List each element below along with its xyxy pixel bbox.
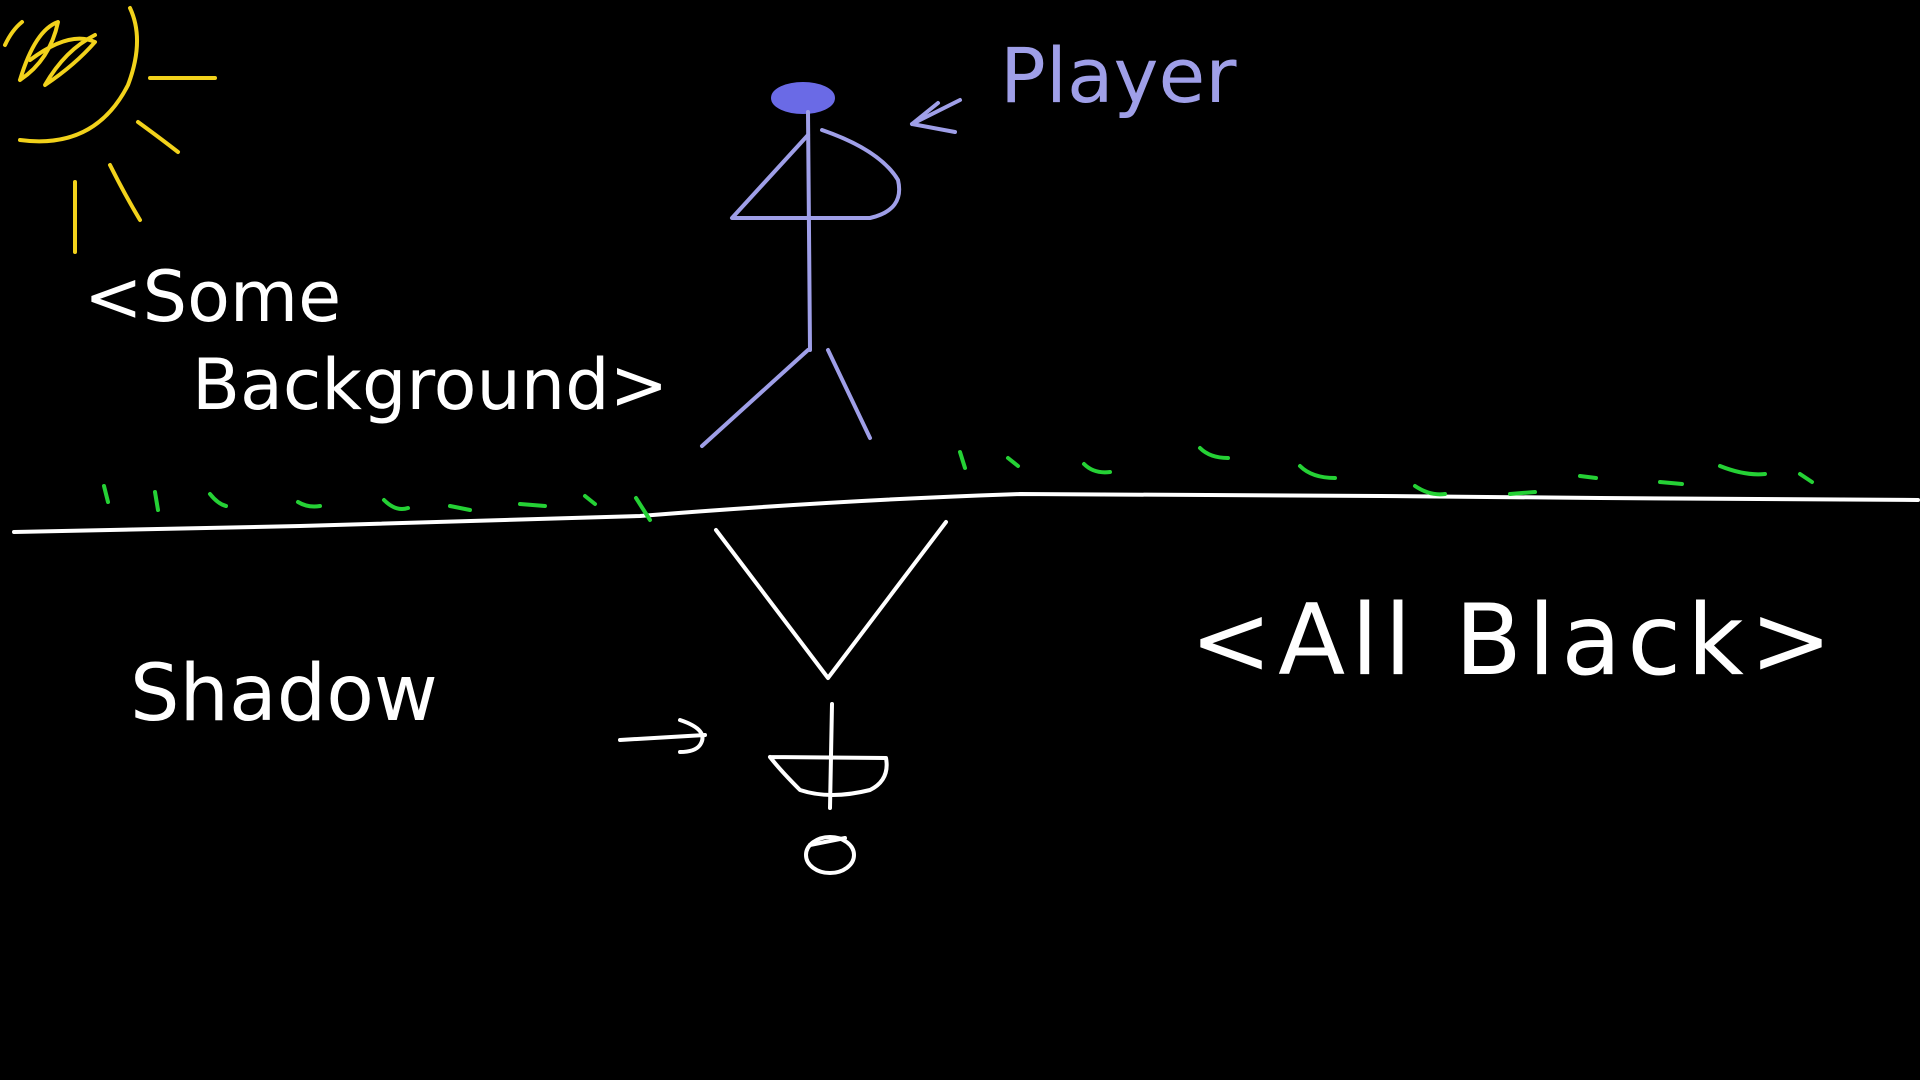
background-label-line-1: <Some	[84, 256, 342, 338]
sun-icon	[3, 6, 217, 254]
ground-line	[12, 492, 1920, 534]
shadow-figure	[714, 520, 948, 875]
grass-strokes	[102, 446, 1814, 522]
shadow-arrow-icon	[618, 718, 707, 754]
player-label: Player	[1000, 31, 1237, 120]
background-label-line-2: Background>	[192, 344, 669, 426]
player-head-icon	[771, 82, 835, 114]
player-figure	[700, 82, 902, 448]
shadow-head-icon	[804, 835, 856, 875]
shadow-label: Shadow	[130, 649, 438, 739]
player-arrow-icon	[910, 98, 962, 134]
all-black-label: <All Black>	[1190, 584, 1839, 698]
